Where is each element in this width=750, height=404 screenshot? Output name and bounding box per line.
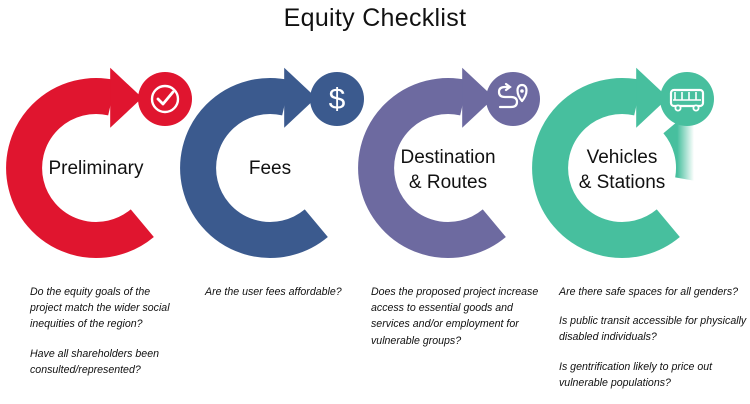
questions-column-3: Does the proposed project increase acces… (371, 284, 551, 362)
stage-label-2-line-1: Fees (249, 158, 291, 179)
questions-column-2: Are the user fees affordable? (205, 284, 355, 313)
ring-arrowhead-4 (636, 67, 669, 128)
question-text: Does the proposed project increase acces… (371, 286, 539, 347)
ring-arc-1 (6, 78, 154, 258)
ring-arrowhead-3 (462, 67, 495, 128)
checkmark-circle-icon (138, 72, 192, 126)
ring-arc-3 (358, 78, 506, 258)
ring-arc-2 (180, 78, 328, 258)
question-text: Are there safe spaces for all genders? (559, 286, 739, 298)
question-text: Have all shareholders been consulted/rep… (30, 347, 159, 376)
stage-label-3-line-1: Destination (400, 147, 495, 168)
route-pin-icon (486, 72, 540, 126)
ring-fade-tail (662, 110, 712, 184)
dollar-sign-icon: $ (310, 72, 364, 126)
ring-arc-4 (532, 78, 680, 258)
diagram-title: Equity Checklist (283, 4, 467, 32)
question-text: Are the user fees affordable? (205, 286, 342, 298)
question-text: Do the equity goals of the project match… (30, 286, 170, 331)
questions-column-4: Are there safe spaces for all genders? Is… (559, 284, 749, 404)
bus-icon (660, 72, 714, 126)
svg-text:$: $ (329, 83, 346, 116)
stage-label-3-line-2: & Routes (409, 172, 487, 193)
stage-label-4-line-2: & Stations (579, 172, 666, 193)
question-text: Is gentrification likely to price out vu… (559, 360, 713, 389)
stage-label-4-line-1: Vehicles (587, 147, 658, 168)
question-text: Is public transit accessible for physica… (559, 315, 747, 344)
ring-arrowhead-1 (110, 67, 143, 128)
questions-column-1: Do the equity goals of the project match… (30, 284, 178, 391)
stage-label-1-line-1: Preliminary (48, 158, 144, 179)
ring-arrowhead-2 (284, 67, 317, 128)
